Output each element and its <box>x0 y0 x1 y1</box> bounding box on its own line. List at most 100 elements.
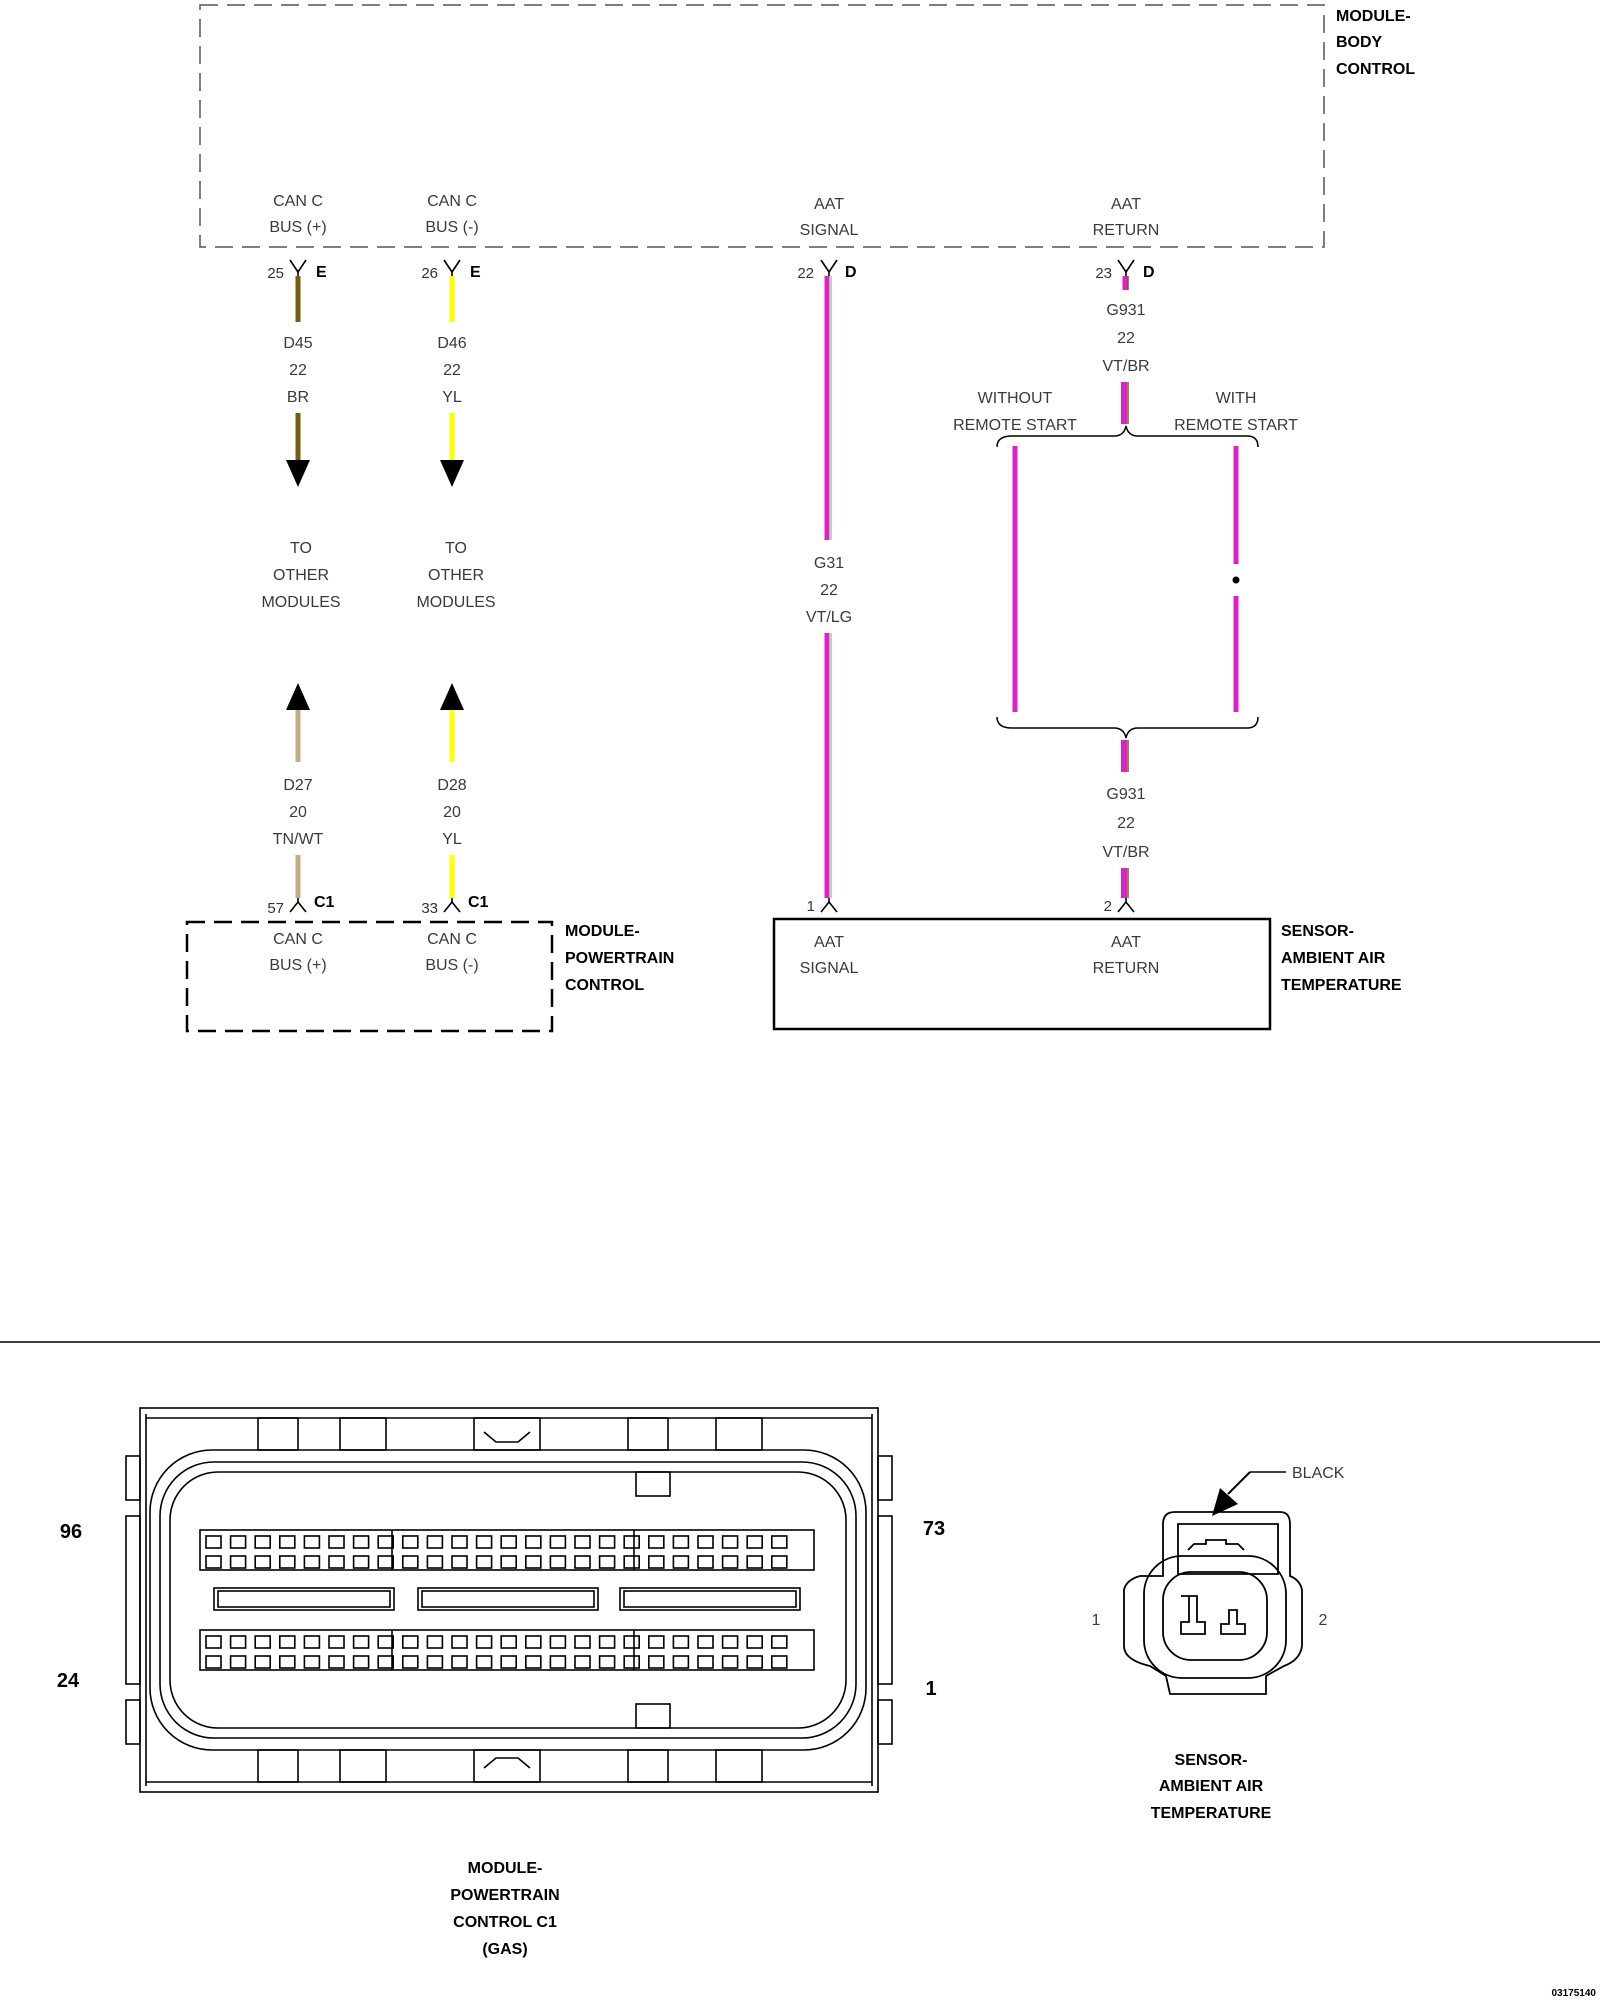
pin-cavity <box>721 1555 739 1569</box>
pin-cavity <box>278 1635 296 1649</box>
bcm-pin-23: 23 D <box>1095 259 1155 282</box>
pin-cavity <box>672 1555 690 1569</box>
pin-cavity <box>647 1555 665 1569</box>
pin-cavity <box>401 1535 419 1549</box>
wire-g931-bottom-stub <box>1121 868 1129 898</box>
pin-cavity <box>623 1555 641 1569</box>
pin-cavity <box>746 1635 764 1649</box>
wire-g931-top-circuit: G931 <box>1106 302 1145 319</box>
pin-cavity <box>229 1555 247 1569</box>
pin-cavity <box>500 1635 518 1649</box>
pin-cavity <box>254 1555 271 1569</box>
pin-cavity <box>574 1555 591 1569</box>
pin-cavity <box>401 1655 419 1669</box>
option-split-bracket-top <box>996 425 1259 448</box>
sensor-aat-return-label-2: RETURN <box>1093 960 1160 977</box>
sensor-aat-return-label-1: AAT <box>1111 934 1141 951</box>
pin-cavity <box>770 1535 788 1549</box>
pin-cavity <box>451 1555 468 1569</box>
pcm-title-1: MODULE- <box>565 923 640 940</box>
bcm-can-neg-label-1: CAN C <box>427 193 477 210</box>
pin-cavity <box>746 1655 764 1669</box>
arrow-up-icon <box>286 683 310 710</box>
wire-g931-top-stub <box>1122 276 1129 290</box>
option-without-line-1: WITHOUT <box>978 390 1053 407</box>
pin-cavity <box>770 1555 788 1569</box>
wire-g31-upper <box>824 276 832 540</box>
sensor-connector-caption-1: SENSOR- <box>1175 1752 1248 1769</box>
pin-cavity <box>721 1655 739 1669</box>
bcm-pin-26: 26 E <box>421 259 481 282</box>
pin-cavity <box>303 1535 321 1549</box>
pcm-can-neg-label-2: BUS (-) <box>425 957 478 974</box>
sensor-connector-caption-3: TEMPERATURE <box>1151 1805 1272 1822</box>
arrow-down-icon <box>440 460 464 487</box>
pcm-c1-caption-4: (GAS) <box>482 1941 527 1958</box>
bcm-aat-return-label-1: AAT <box>1111 196 1141 213</box>
pin-cavity <box>574 1635 591 1649</box>
pin-cavity <box>500 1655 518 1669</box>
pin-cavity <box>205 1535 222 1549</box>
bcm-pin-22: 22 D <box>797 259 857 282</box>
pin-cavity <box>647 1635 665 1649</box>
pin-cavity <box>254 1535 271 1549</box>
pin-cavity <box>524 1635 542 1649</box>
pin-cavity <box>377 1635 395 1649</box>
bcm-pin-23-connector: D <box>1143 264 1155 281</box>
wire-g931-bottom-color: VT/BR <box>1102 844 1149 861</box>
pin-cavity <box>229 1655 247 1669</box>
sensor-connector-pin-2-label: 2 <box>1319 1612 1328 1629</box>
pin-cavity <box>229 1635 247 1649</box>
pin-cavity <box>377 1655 395 1669</box>
pcm-c1-pin-73-label: 73 <box>923 1518 945 1540</box>
pin-cavity <box>475 1555 493 1569</box>
wire-g31-lower <box>824 633 832 898</box>
pin-cavity <box>549 1655 567 1669</box>
pin-cavity <box>352 1555 370 1569</box>
wire-g931-bottom-gauge: 22 <box>1117 815 1135 832</box>
wire-d45-gauge: 22 <box>289 362 307 379</box>
option-with-line-1: WITH <box>1216 390 1257 407</box>
sensor-pin-2-number: 2 <box>1104 898 1112 915</box>
pin-cavity <box>623 1655 641 1669</box>
pin-cavity <box>352 1635 370 1649</box>
sensor-connector-caption-2: AMBIENT AIR <box>1159 1778 1264 1795</box>
pin-cavity <box>205 1655 222 1669</box>
pcm-c1-pin-24-label: 24 <box>57 1670 80 1692</box>
option-without-line-2: REMOTE START <box>953 417 1077 434</box>
pcm-pin-33-connector: C1 <box>468 894 489 911</box>
bcm-box <box>199 4 1325 248</box>
pin-cavity <box>598 1535 616 1549</box>
sensor-title-3: TEMPERATURE <box>1281 977 1402 994</box>
pin-cavity <box>672 1635 690 1649</box>
black-color-callout: BLACK <box>1212 1465 1345 1516</box>
pin-cavity <box>697 1655 714 1669</box>
bcm-title-1: MODULE- <box>1336 8 1411 25</box>
wire-g31-circuit: G31 <box>814 555 844 572</box>
wire-g931-bottom-circuit: G931 <box>1106 786 1145 803</box>
pin-cavity <box>697 1535 714 1549</box>
to-other-modules-1-line-2: OTHER <box>273 567 329 584</box>
pin-cavity <box>229 1535 247 1549</box>
wire-d27-circuit: D27 <box>283 777 312 794</box>
pin-cavity <box>426 1555 444 1569</box>
figure-id: 03175140 <box>1552 1988 1597 1999</box>
bcm-pin-26-number: 26 <box>421 265 438 282</box>
pin-cavity <box>524 1535 542 1549</box>
pin-cavity <box>598 1635 616 1649</box>
pcm-box <box>185 920 554 1033</box>
pin-cavity <box>278 1655 296 1669</box>
pcm-c1-connector-view <box>125 1407 893 1793</box>
pin-cavity <box>303 1555 321 1569</box>
pin-cavity <box>254 1655 271 1669</box>
bcm-pin-23-number: 23 <box>1095 265 1112 282</box>
wire-g31-color: VT/LG <box>806 609 852 626</box>
pin-cavity <box>524 1655 542 1669</box>
pcm-title-2: POWERTRAIN <box>565 950 674 967</box>
to-other-modules-1-line-3: MODULES <box>261 594 340 611</box>
wire-g931-top-gauge: 22 <box>1117 330 1135 347</box>
pin-cavity <box>475 1535 493 1549</box>
bcm-pin-22-connector: D <box>845 264 857 281</box>
pin-cavity <box>475 1635 493 1649</box>
sensor-title-2: AMBIENT AIR <box>1281 950 1386 967</box>
